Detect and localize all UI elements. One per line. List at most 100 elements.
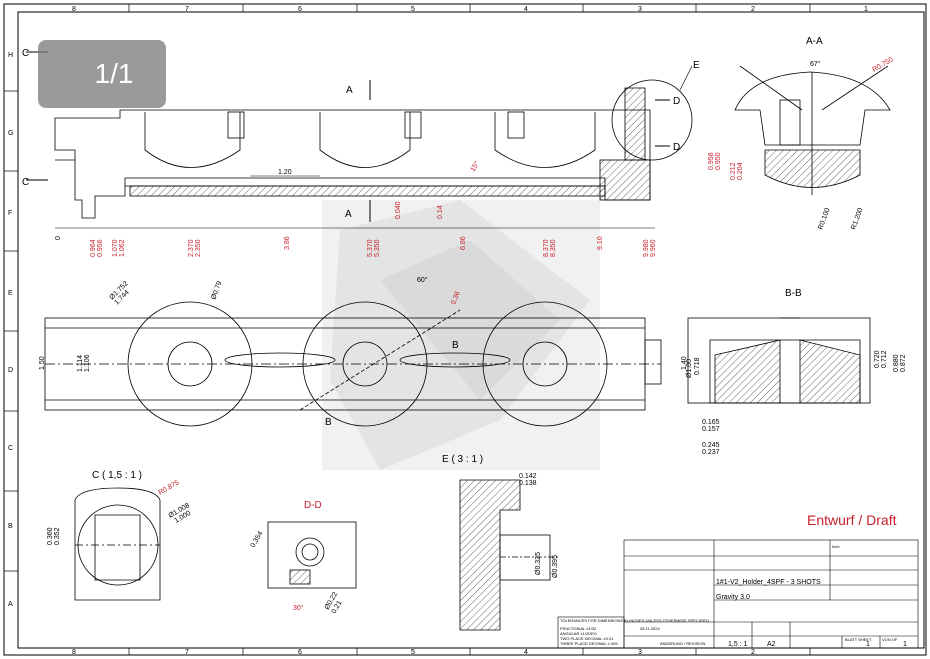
view-title-aa: A-A (806, 36, 823, 47)
ordinate-label: 0.956 (97, 239, 104, 257)
dim-label: 1.50 (39, 356, 46, 370)
dim-label: R0.750 (872, 56, 895, 73)
grid-col-label: 3 (638, 649, 642, 656)
part-name: 1#1-V2_Holder_4SPF - 3 SHOTS (716, 579, 821, 586)
dim-label: 0.138 (519, 480, 537, 487)
dim-label: 0.718 (694, 357, 701, 375)
section-dd (267, 521, 357, 589)
ordinate-label: 1.062 (119, 239, 126, 257)
top-view (44, 301, 662, 427)
grid-col-label: 2 (751, 649, 755, 656)
detail-e-label: E (693, 60, 700, 71)
grid-col-label: 5 (411, 6, 415, 13)
format-value: A2 (767, 641, 776, 648)
dim-label: R0.875 (158, 479, 181, 496)
ordinate-label: 0.964 (90, 239, 97, 257)
dim-label: 0.040 (395, 201, 402, 219)
ordinate-label: 1.070 (112, 239, 119, 257)
ordinate-label: 5.350 (374, 239, 381, 257)
view-title-e: E ( 3 : 1 ) (442, 454, 483, 465)
dim-label: 0.880 (893, 354, 900, 372)
page-indicator[interactable]: 1/1 (38, 40, 166, 108)
view-c (74, 487, 161, 601)
grid-col-label: 6 (298, 649, 302, 656)
grid-col-label: 3 (638, 6, 642, 13)
dim-label: 0.157 (702, 426, 720, 433)
dim-label: 0.352 (54, 527, 61, 545)
scale-value: 1,5 : 1 (728, 641, 748, 648)
grid-col-label: 2 (751, 6, 755, 13)
grid-column-labels: 8 7 6 5 4 3 2 1 8 7 6 5 4 3 2 (72, 6, 868, 656)
ordinate-label: 9.980 (643, 239, 650, 257)
ordinate-label: 9.10 (597, 236, 604, 250)
grid-col-label: 8 (72, 649, 76, 656)
dim-label: 30° (293, 604, 304, 612)
dim-label: Ø0.325 (535, 552, 542, 575)
dim-label: 0.958 (708, 152, 715, 170)
dim-label: 0.872 (900, 354, 907, 372)
grid-row-label: C (8, 445, 13, 452)
grid-row-labels: H G F E D C B A (8, 52, 13, 608)
dim-label: 67° (810, 60, 821, 68)
of-label: VON OF (882, 637, 898, 642)
grid-row-label: G (8, 130, 13, 137)
view-title-c: C ( 1,5 : 1 ) (92, 470, 142, 481)
section-marks-front (26, 51, 670, 222)
dim-label: 0.204 (737, 162, 744, 180)
dim-label: 1.114 (77, 355, 84, 372)
section-d-label: D (673, 142, 680, 153)
grid-col-label: 5 (411, 649, 415, 656)
dim-label: 0.237 (702, 449, 720, 456)
front-dimension-lines (55, 175, 655, 229)
section-d-label: D (673, 96, 680, 107)
section-a-label: A (345, 209, 352, 220)
dim-label: 0.712 (881, 350, 888, 368)
grid-row-label: B (8, 523, 13, 530)
dim-label: 0.212 (730, 162, 737, 180)
ordinate-label: 2.370 (188, 239, 195, 257)
grid-col-label: 8 (72, 6, 76, 13)
tolerance-line: FRACTIONAL ±1/32 (560, 626, 597, 631)
view-title-bb: B-B (785, 288, 802, 299)
grid-col-label: 4 (524, 649, 528, 656)
date-value: 28.11.2024 (640, 626, 660, 631)
of-number: 1 (903, 641, 907, 648)
dim-label: 0.950 (715, 152, 722, 170)
unit-value: Inch (832, 544, 840, 549)
dim-label: 60° (417, 276, 428, 284)
section-bb (687, 317, 871, 404)
detail-e (459, 479, 560, 631)
grid-col-label: 4 (524, 6, 528, 13)
dim-label: R0.100 (817, 207, 831, 231)
outer-border (3, 3, 927, 656)
tolerance-line: ANGULAR ±1/2DEG (560, 631, 597, 636)
dim-label: 0.354 (250, 530, 265, 549)
detail-e-circle (611, 79, 693, 161)
section-a-label: A (346, 85, 353, 96)
dim-label: 0.245 (702, 442, 720, 449)
revision-label: ÄNDERUNG / REVISION (660, 641, 705, 646)
inner-border (17, 11, 925, 649)
dim-label: 15° (469, 160, 481, 173)
grid-row-label: F (8, 210, 12, 217)
ordinate-label: 8.350 (550, 239, 557, 257)
dim-label: 0.165 (702, 419, 720, 426)
draft-stamp: Entwurf / Draft (807, 512, 897, 528)
ordinate-label: 8.370 (543, 239, 550, 257)
grid-row-label: D (8, 367, 13, 374)
section-c-label: C (22, 177, 29, 188)
grid-row-label: E (8, 290, 13, 297)
tolerance-line: TWO PLACE DECIMAL ±0.01 (560, 636, 614, 641)
section-b-label: B (325, 417, 332, 428)
dim-label: R1.200 (850, 207, 864, 231)
dim-label: 1.20 (278, 169, 292, 176)
view-title-dd: D-D (304, 500, 322, 511)
dim-label: Ø1.00 (686, 359, 693, 378)
dim-label: 1.40 (681, 356, 688, 370)
ordinate-label: 6.86 (460, 236, 467, 250)
section-aa (734, 65, 891, 195)
dim-label: Ø0.79 (210, 280, 223, 300)
page-indicator-label: 1/1 (94, 58, 134, 89)
grid-row-label: A (8, 601, 13, 608)
